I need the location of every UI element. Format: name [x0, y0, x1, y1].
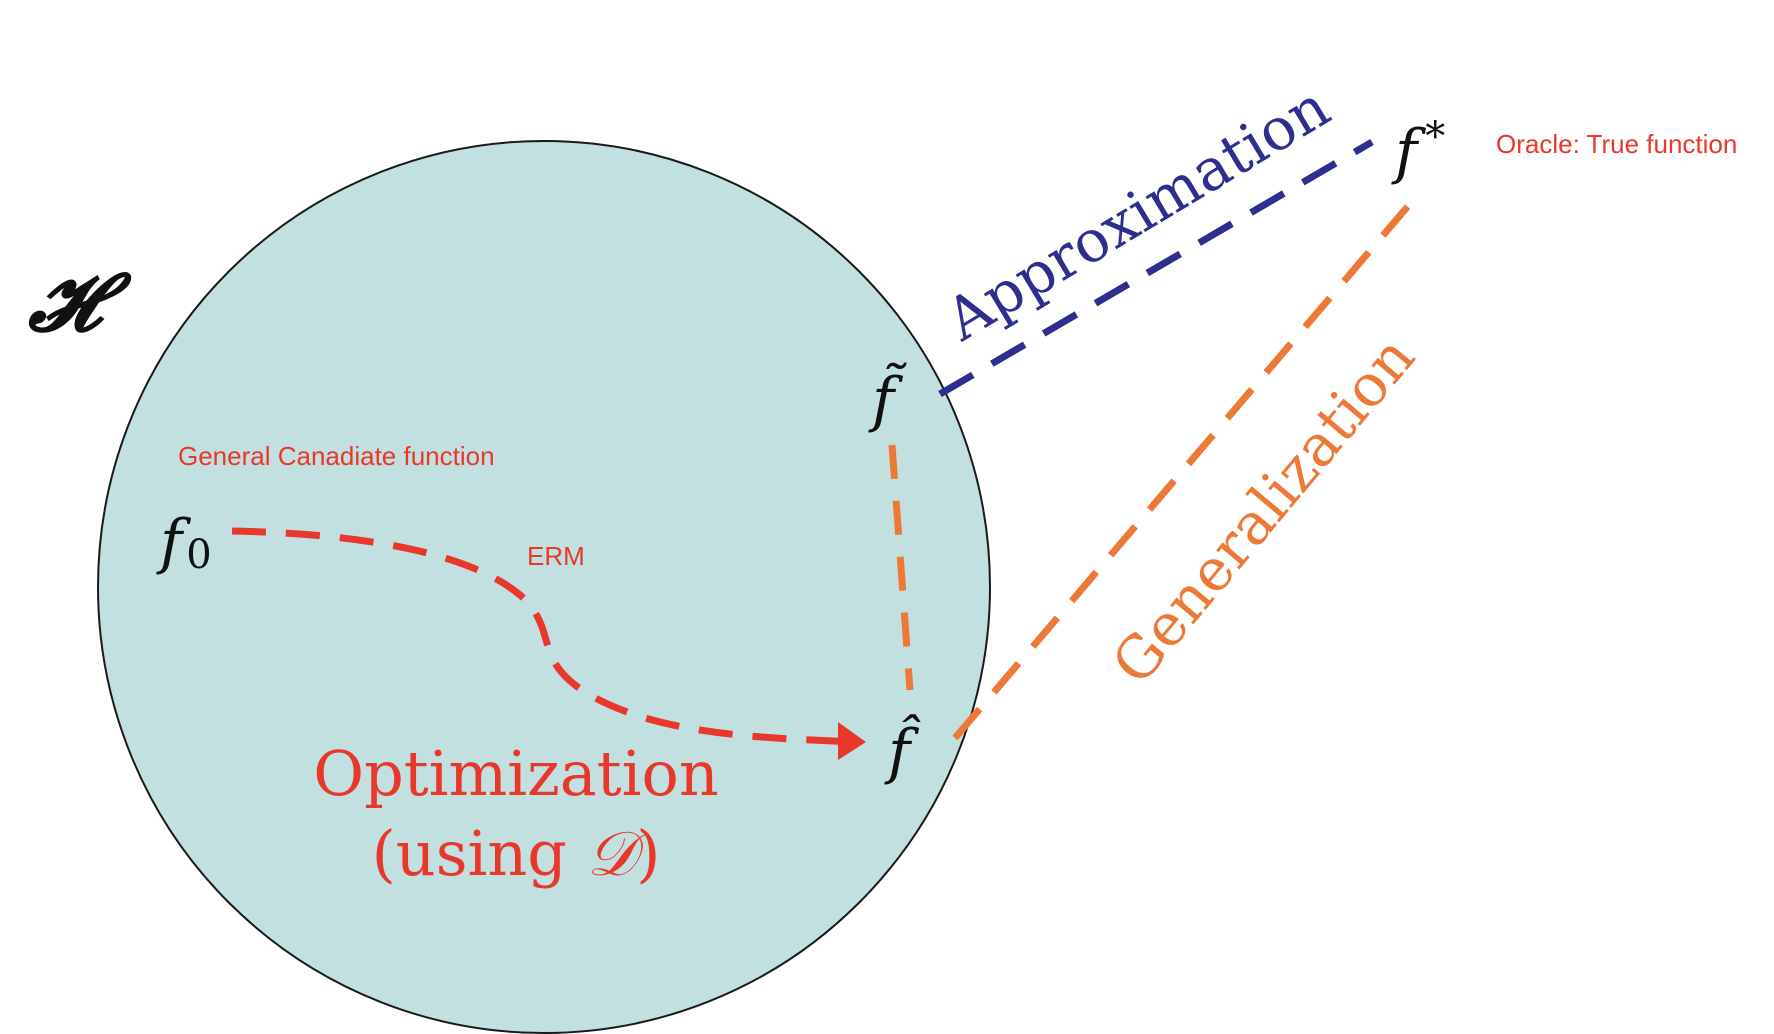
approximation-line — [938, 138, 1374, 398]
generalization-label: Generalization — [1099, 323, 1428, 697]
optimization-label-line2: (using 𝒟) — [372, 817, 661, 890]
optimization-path — [231, 527, 859, 746]
f-star-symbol: f* — [1391, 114, 1445, 187]
approximation-label: Approximation — [933, 72, 1341, 354]
oracle-label: Oracle: True function — [1496, 129, 1737, 159]
ftilde-to-fhat-line — [888, 444, 914, 691]
general-candidate-label: General Canadiate function — [178, 441, 495, 471]
hypothesis-space-circle — [97, 140, 991, 1034]
hypothesis-space-symbol: 𝓗 — [28, 255, 132, 349]
optimization-label-line1: Optimization — [313, 737, 719, 810]
erm-label: ERM — [527, 541, 585, 571]
optimization-arrowhead — [838, 722, 866, 760]
